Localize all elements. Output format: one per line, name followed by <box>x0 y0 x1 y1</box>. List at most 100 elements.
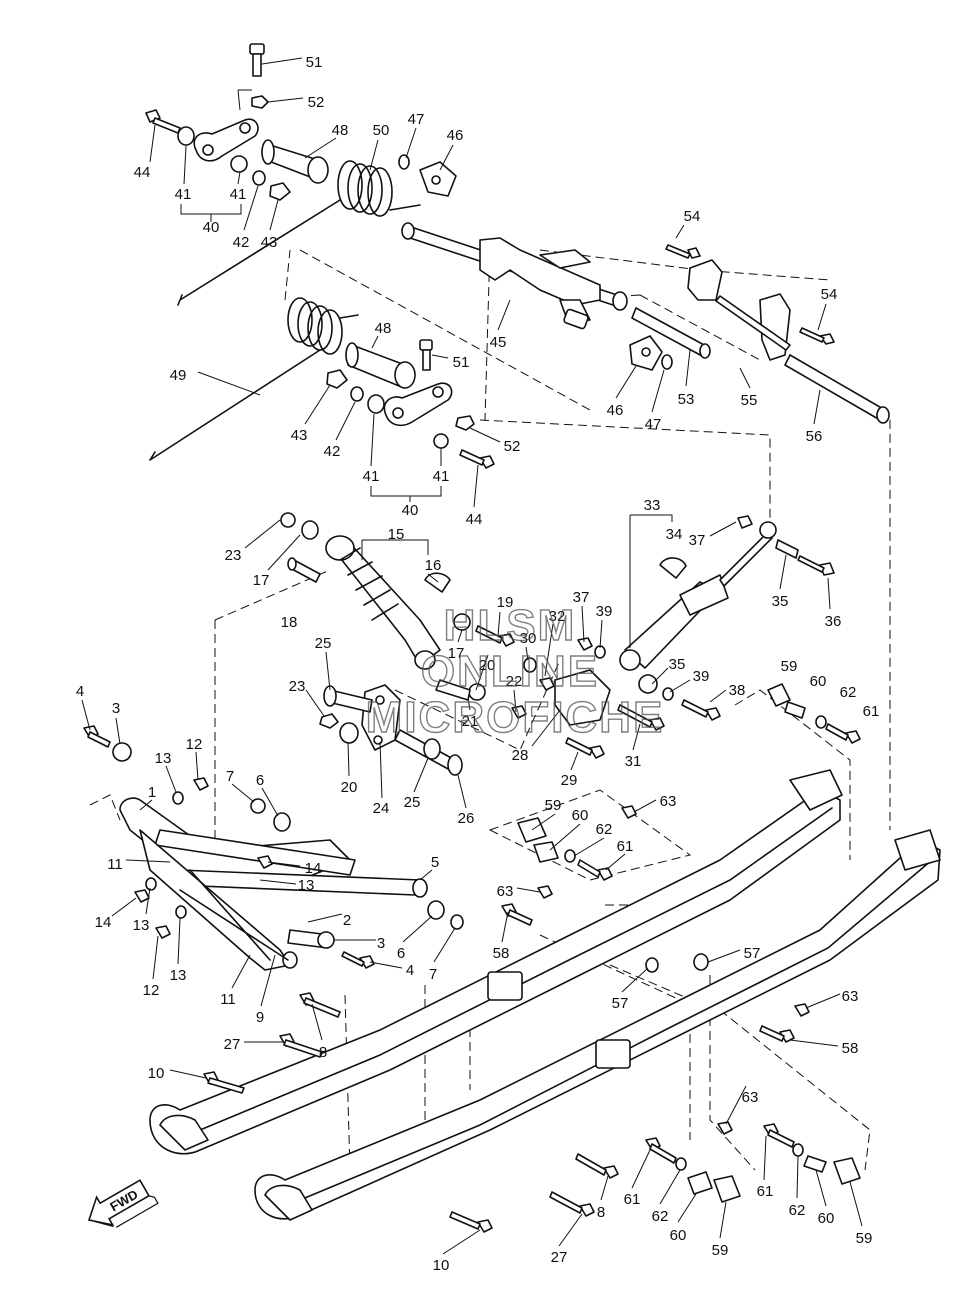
callout-25: 25 <box>315 635 332 652</box>
callout-8: 8 <box>597 1204 605 1221</box>
callout-61: 61 <box>617 838 634 855</box>
callout-43: 43 <box>261 234 278 251</box>
callout-15: 15 <box>388 526 405 543</box>
watermark-line-1: HLSM <box>444 601 577 650</box>
callout-23: 23 <box>289 678 306 695</box>
callout-47: 47 <box>645 416 662 433</box>
callout-49: 49 <box>170 367 187 384</box>
callout-40: 40 <box>203 219 220 236</box>
callout-51: 51 <box>453 354 470 371</box>
callout-17: 17 <box>448 645 465 662</box>
callout-37: 37 <box>689 532 706 549</box>
callout-60: 60 <box>818 1210 835 1227</box>
fwd-arrow-icon: FWD <box>87 1179 159 1228</box>
callout-60: 60 <box>810 673 827 690</box>
callout-5: 5 <box>431 854 439 871</box>
callout-39: 39 <box>596 603 613 620</box>
callout-1: 1 <box>148 784 156 801</box>
callout-23: 23 <box>225 547 242 564</box>
callout-41: 41 <box>433 468 450 485</box>
callout-7: 7 <box>226 768 234 785</box>
callout-37: 37 <box>573 589 590 606</box>
callout-16: 16 <box>425 557 442 574</box>
callout-60: 60 <box>572 807 589 824</box>
callout-54: 54 <box>684 208 701 225</box>
callout-41: 41 <box>230 186 247 203</box>
callout-56: 56 <box>806 428 823 445</box>
callout-52: 52 <box>504 438 521 455</box>
watermark-line-3: MICROFICHE <box>366 693 665 742</box>
leader-lines <box>81 57 863 1255</box>
callout-17: 17 <box>253 572 270 589</box>
callout-57: 57 <box>612 995 629 1012</box>
slider-hardware <box>203 683 861 1233</box>
callout-39: 39 <box>693 668 710 685</box>
callout-46: 46 <box>607 402 624 419</box>
callout-22: 22 <box>506 673 523 690</box>
callout-18: 18 <box>281 614 298 631</box>
callout-10: 10 <box>433 1257 450 1274</box>
callout-13: 13 <box>155 750 172 767</box>
callout-42: 42 <box>324 443 341 460</box>
watermark: HLSM ONLINE MICROFICHE <box>365 600 665 742</box>
callout-27: 27 <box>551 1249 568 1266</box>
callout-26: 26 <box>458 810 475 827</box>
callout-14: 14 <box>305 860 322 877</box>
callout-36: 36 <box>825 613 842 630</box>
callout-10: 10 <box>148 1065 165 1082</box>
nut-52-top <box>251 95 269 109</box>
callout-59: 59 <box>545 797 562 814</box>
callout-46: 46 <box>447 127 464 144</box>
callout-27: 27 <box>224 1036 241 1053</box>
callout-42: 42 <box>233 234 250 251</box>
callout-7: 7 <box>429 966 437 983</box>
callout-35: 35 <box>772 593 789 610</box>
callout-41: 41 <box>175 186 192 203</box>
callout-13: 13 <box>170 967 187 984</box>
callout-54: 54 <box>821 286 838 303</box>
callout-59: 59 <box>712 1242 729 1259</box>
callout-61: 61 <box>863 703 880 720</box>
callout-45: 45 <box>490 334 507 351</box>
callout-59: 59 <box>781 658 798 675</box>
callout-50: 50 <box>373 122 390 139</box>
callout-8: 8 <box>319 1044 327 1061</box>
torsion-spring-50 <box>177 160 421 306</box>
callout-62: 62 <box>789 1202 806 1219</box>
callout-11: 11 <box>107 856 123 873</box>
callout-9: 9 <box>256 1009 264 1026</box>
callout-20: 20 <box>479 657 496 674</box>
callout-24: 24 <box>373 800 390 817</box>
callout-30: 30 <box>520 630 537 647</box>
callout-19: 19 <box>497 594 514 611</box>
callout-58: 58 <box>842 1040 859 1057</box>
callout-2: 2 <box>343 912 351 929</box>
callout-13: 13 <box>298 877 315 894</box>
callout-32: 32 <box>549 608 566 625</box>
callout-63: 63 <box>842 988 859 1005</box>
callout-12: 12 <box>186 736 203 753</box>
upper-springs-assembly <box>145 43 495 469</box>
left-slide-rail <box>149 769 843 1155</box>
torsion-spring-49 <box>149 297 359 461</box>
callout-47: 47 <box>408 111 425 128</box>
right-slide-rail <box>254 829 941 1221</box>
callout-35: 35 <box>669 656 686 673</box>
callout-61: 61 <box>624 1191 641 1208</box>
front-shock-absorber-15 <box>280 512 527 776</box>
callout-61: 61 <box>757 1183 774 1200</box>
callout-57: 57 <box>744 945 761 962</box>
callout-20: 20 <box>341 779 358 796</box>
bolt-51-top <box>249 43 265 77</box>
callout-29: 29 <box>561 772 578 789</box>
callout-38: 38 <box>729 682 746 699</box>
callout-48: 48 <box>375 320 392 337</box>
front-arm-assembly <box>83 725 464 971</box>
callout-52: 52 <box>308 94 325 111</box>
callout-53: 53 <box>678 391 695 408</box>
callout-51: 51 <box>306 54 323 71</box>
callout-12: 12 <box>143 982 160 999</box>
callout-55: 55 <box>741 392 758 409</box>
callout-63: 63 <box>497 883 514 900</box>
